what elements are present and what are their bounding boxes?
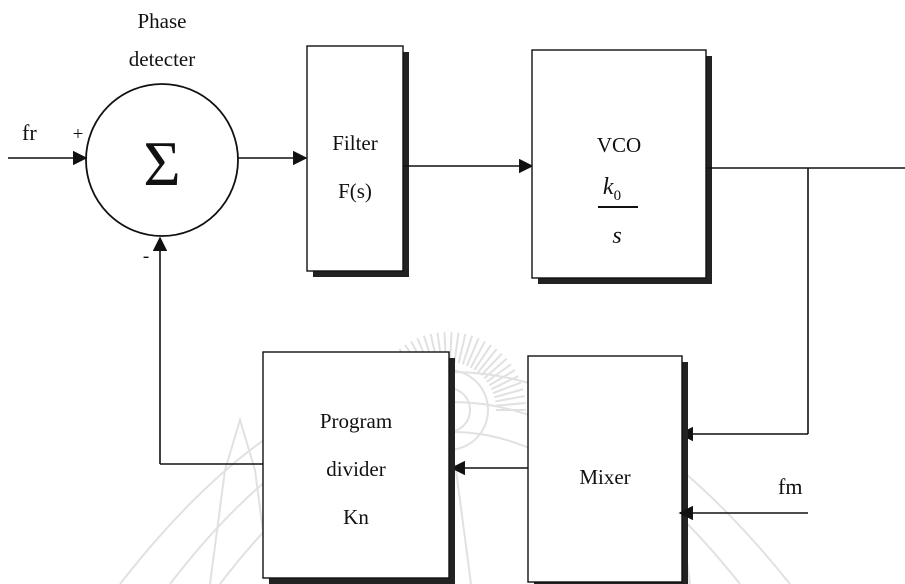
watermark-ray xyxy=(496,403,526,406)
watermark-ray xyxy=(450,332,451,362)
program-divider-block: Program divider Kn xyxy=(263,352,455,584)
mixer-title: Mixer xyxy=(579,465,630,489)
sigma-symbol: Σ xyxy=(143,128,180,199)
vco-block: VCO k0 s xyxy=(532,50,712,284)
watermark-ray xyxy=(467,338,479,366)
phase-detector-label-line2: detecter xyxy=(129,47,195,71)
mixer-block: Mixer xyxy=(528,356,688,584)
phase-detector: Σ xyxy=(86,84,238,236)
divider-line3: Kn xyxy=(343,505,369,529)
vco-title: VCO xyxy=(597,133,641,157)
watermark-ray xyxy=(495,396,525,401)
vco-denominator: s xyxy=(612,223,621,249)
plus-sign: + xyxy=(73,124,84,145)
divider-line1: Program xyxy=(320,409,392,433)
watermark-ray xyxy=(454,333,458,363)
phase-detector-label-line1: Phase xyxy=(138,9,187,33)
filter-transfer-function: F(s) xyxy=(338,179,372,203)
filter-block: Filter F(s) xyxy=(307,46,409,277)
filter-title: Filter xyxy=(332,131,378,155)
mixer-input-label: fm xyxy=(778,474,802,499)
divider-line2: divider xyxy=(326,457,385,481)
minus-sign: - xyxy=(143,246,149,267)
reference-input-label: fr xyxy=(22,120,37,145)
